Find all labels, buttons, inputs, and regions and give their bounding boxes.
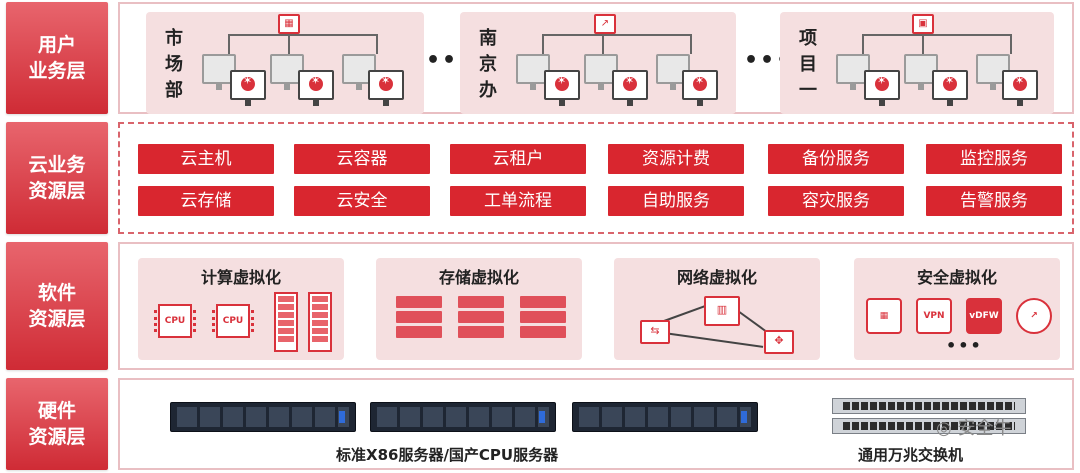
layer-label-line-1: 用户 bbox=[37, 34, 76, 56]
disk-stack-icon bbox=[458, 296, 504, 341]
hub-icon: ✥ bbox=[764, 330, 794, 354]
vdfw-shield-icon: vDFW bbox=[966, 298, 1002, 334]
network-wire bbox=[542, 34, 692, 36]
ellipsis: ••• bbox=[946, 336, 983, 355]
network-wire bbox=[542, 34, 544, 54]
card-title: 计算虚拟化 bbox=[200, 268, 281, 287]
switch-device-icon bbox=[832, 418, 1026, 434]
compute-virtualization-card: 计算虚拟化 CPU CPU bbox=[138, 258, 344, 360]
hardware-layer-panel: 标准X86服务器/国产CPU服务器 通用万兆交换机 bbox=[118, 378, 1074, 470]
service-self-service: 自助服务 bbox=[608, 186, 744, 216]
layer-label-line-1: 软件 bbox=[37, 282, 76, 304]
service-disaster-recovery: 容灾服务 bbox=[768, 186, 904, 216]
service-monitoring: 监控服务 bbox=[926, 144, 1062, 174]
storage-virtualization-card: 存储虚拟化 bbox=[376, 258, 582, 360]
monitor-icon bbox=[270, 54, 304, 90]
layer-label-line-1: 云业务 bbox=[28, 154, 86, 176]
monitor-icon bbox=[202, 54, 236, 90]
server-rack-icon bbox=[274, 292, 298, 352]
cpu-chip-icon: CPU bbox=[154, 304, 196, 338]
layer-label-software: 软件 资源层 bbox=[6, 242, 108, 370]
server-caption: 标准X86服务器/国产CPU服务器 bbox=[336, 446, 559, 464]
service-cloud-tenant: 云租户 bbox=[450, 144, 586, 174]
disk-stack-icon bbox=[520, 296, 566, 341]
card-title: 存储虚拟化 bbox=[438, 268, 519, 287]
network-virtualization-card: 网络虚拟化 ⇆ ▥ ✥ bbox=[614, 258, 820, 360]
service-cloud-host: 云主机 bbox=[138, 144, 274, 174]
monitor-icon bbox=[682, 70, 718, 106]
server-rack-icon bbox=[308, 292, 332, 352]
monitor-icon bbox=[516, 54, 550, 90]
service-cloud-container: 云容器 bbox=[294, 144, 430, 174]
service-billing: 资源计费 bbox=[608, 144, 744, 174]
network-wire bbox=[1010, 34, 1012, 54]
card-title: 网络虚拟化 bbox=[676, 268, 757, 287]
chip-icon: ▣ bbox=[912, 14, 934, 34]
department-name: 项 目 一 bbox=[799, 28, 817, 101]
switch-device-icon bbox=[832, 398, 1026, 414]
monitor-icon bbox=[298, 70, 334, 106]
server-icon bbox=[572, 402, 758, 432]
firewall-shield-icon: ▦ bbox=[866, 298, 902, 334]
monitor-icon bbox=[368, 70, 404, 106]
layer-label-line-2: 资源层 bbox=[28, 426, 86, 448]
firewall-icon: ▦ bbox=[278, 14, 300, 34]
network-wire bbox=[862, 34, 864, 54]
layer-label-line-1: 硬件 bbox=[37, 400, 76, 422]
router-icon: ▥ bbox=[704, 296, 740, 326]
service-cloud-storage: 云存储 bbox=[138, 186, 274, 216]
monitor-icon bbox=[1002, 70, 1038, 106]
layer-label-line-2: 业务层 bbox=[28, 60, 86, 82]
network-wire bbox=[228, 34, 230, 54]
department-name: 南 京 办 bbox=[479, 28, 497, 101]
service-alerting: 告警服务 bbox=[926, 186, 1062, 216]
layer-label-user: 用户 业务层 bbox=[6, 2, 108, 114]
service-backup: 备份服务 bbox=[768, 144, 904, 174]
monitor-icon bbox=[230, 70, 266, 106]
monitor-icon bbox=[612, 70, 648, 106]
monitor-icon bbox=[544, 70, 580, 106]
network-wire bbox=[862, 34, 1012, 36]
monitor-chart-icon: ↗ bbox=[594, 14, 616, 34]
department-card-project: 项 目 一 ▣ bbox=[780, 12, 1054, 114]
monitor-icon bbox=[932, 70, 968, 106]
monitor-icon bbox=[342, 54, 376, 90]
watermark: ◎ 安全牛 bbox=[936, 414, 1011, 440]
network-wire bbox=[602, 34, 604, 54]
software-layer-panel: 计算虚拟化 CPU CPU 存储虚拟化 网络虚拟化 ⇆ ▥ ✥ 安全虚拟化 ▦ … bbox=[118, 242, 1074, 370]
security-virtualization-card: 安全虚拟化 ▦ VPN vDFW ↗ ••• bbox=[854, 258, 1060, 360]
wechat-icon: ◎ bbox=[936, 418, 952, 439]
server-icon bbox=[370, 402, 556, 432]
service-ticket-flow: 工单流程 bbox=[450, 186, 586, 216]
security-monitor-icon: ↗ bbox=[1016, 298, 1052, 334]
network-wire bbox=[228, 34, 378, 36]
cloud-layer-panel: 云主机 云容器 云租户 资源计费 备份服务 监控服务 云存储 云安全 工单流程 … bbox=[118, 122, 1074, 234]
card-title: 安全虚拟化 bbox=[916, 268, 997, 287]
server-icon bbox=[170, 402, 356, 432]
switch-caption: 通用万兆交换机 bbox=[858, 446, 964, 464]
network-wire bbox=[288, 34, 290, 54]
monitor-icon bbox=[976, 54, 1010, 90]
monitor-icon bbox=[864, 70, 900, 106]
layer-label-cloud: 云业务 资源层 bbox=[6, 122, 108, 234]
network-wire bbox=[922, 34, 924, 54]
network-wire bbox=[376, 34, 378, 54]
disk-stack-icon bbox=[396, 296, 442, 341]
watermark-text: 安全牛 bbox=[957, 418, 1012, 439]
user-layer-panel: 市 场 部 ▦ ••• 南 京 办 ↗ ••• bbox=[118, 2, 1074, 114]
cpu-chip-icon: CPU bbox=[212, 304, 254, 338]
switch-icon: ⇆ bbox=[640, 320, 670, 344]
monitor-icon bbox=[904, 54, 938, 90]
layer-label-hardware: 硬件 资源层 bbox=[6, 378, 108, 470]
network-wire bbox=[690, 34, 692, 54]
monitor-icon bbox=[656, 54, 690, 90]
department-name: 市 场 部 bbox=[165, 28, 183, 101]
vpn-icon: VPN bbox=[916, 298, 952, 334]
service-cloud-security: 云安全 bbox=[294, 186, 430, 216]
department-card-market: 市 场 部 ▦ bbox=[146, 12, 424, 114]
layer-label-line-2: 资源层 bbox=[28, 308, 86, 330]
network-link bbox=[663, 332, 764, 348]
layer-label-line-2: 资源层 bbox=[28, 180, 86, 202]
department-card-nanjing: 南 京 办 ↗ bbox=[460, 12, 736, 114]
